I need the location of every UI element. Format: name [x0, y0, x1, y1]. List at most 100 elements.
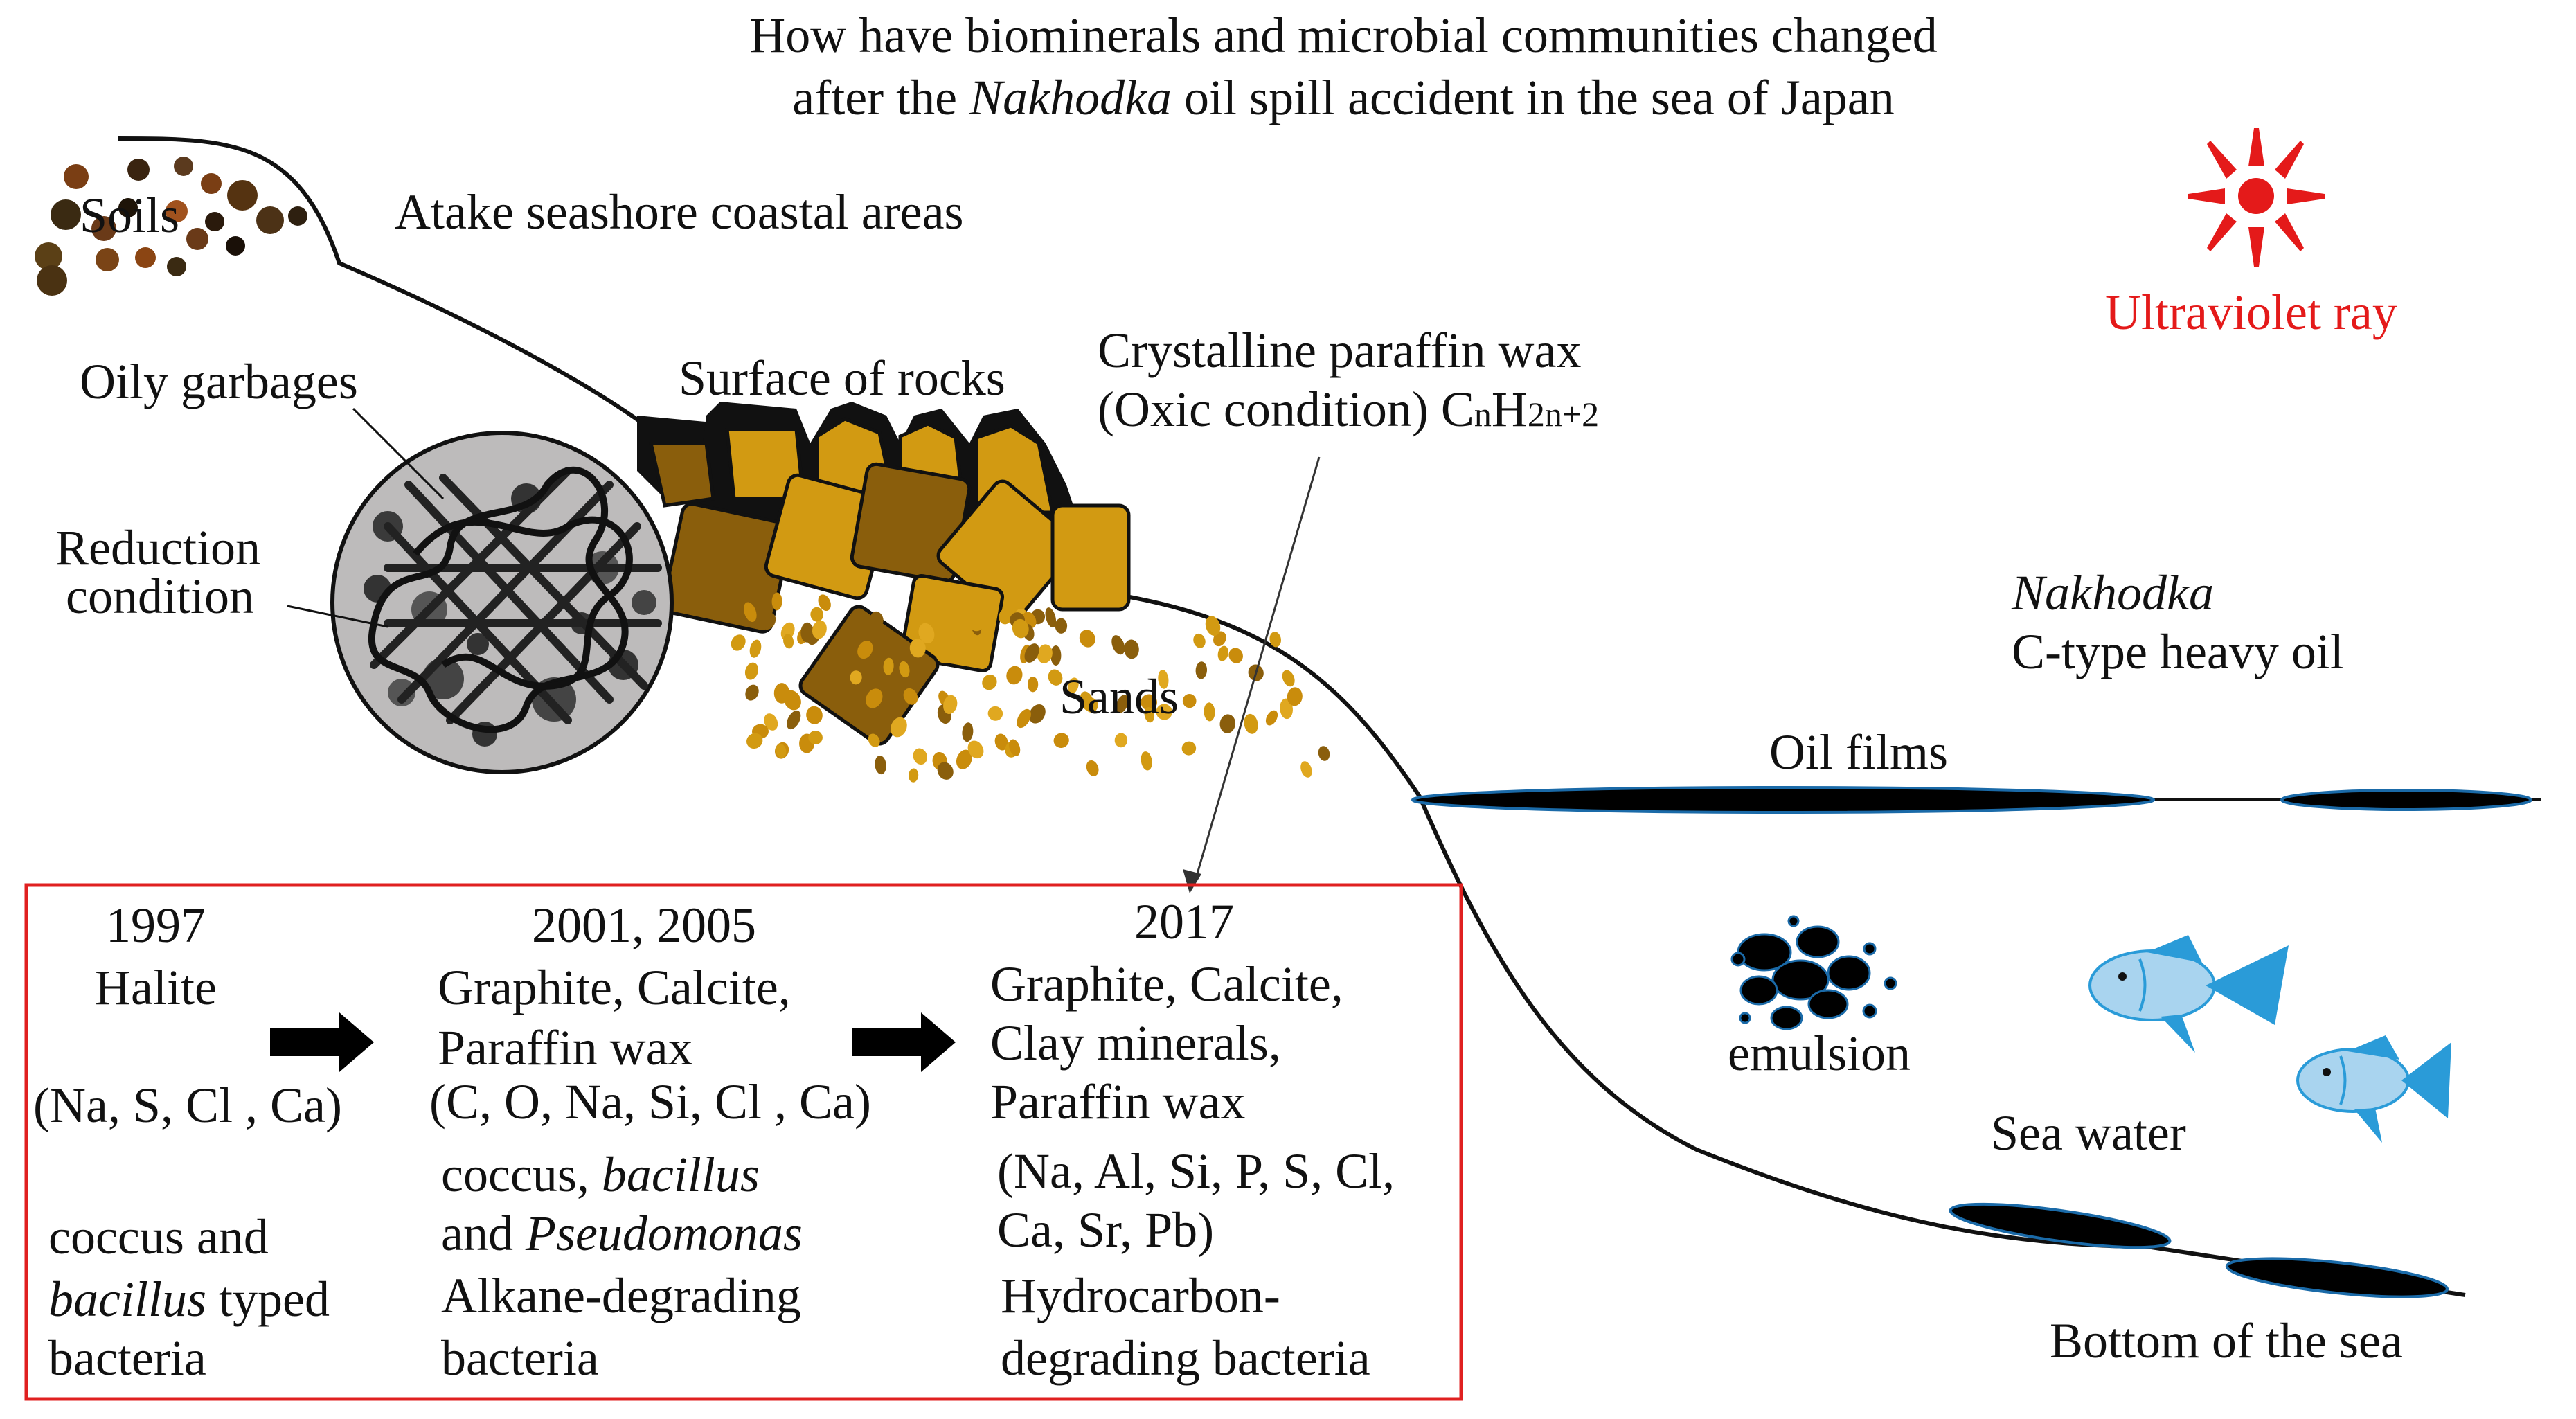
sand-grain [744, 662, 759, 680]
label-sands: Sands [1059, 669, 1179, 724]
sand-grain [1287, 687, 1303, 706]
sand-grain [987, 706, 1003, 721]
sand-grain [806, 706, 823, 724]
col1-year: 1997 [106, 898, 206, 953]
sand-grain [800, 622, 814, 643]
col2-bacteria-3: Alkane-degrading [441, 1268, 801, 1323]
sand-grain [994, 733, 1008, 751]
pointer-paraffin [1193, 456, 1321, 884]
col3-mineral-3: Paraffin wax [990, 1074, 1246, 1130]
sand-grain [1124, 639, 1139, 659]
fish-icon [2296, 1035, 2451, 1143]
arrow-right-icon [852, 1012, 956, 1072]
sand-grain [1228, 648, 1243, 663]
oil-film-large [1411, 786, 2155, 814]
sand-grain [913, 748, 928, 765]
label-oily-garbages: Oily garbages [80, 354, 358, 409]
label-bottom: Bottom of the sea [2050, 1313, 2403, 1368]
sand-grain [999, 608, 1013, 625]
sand-grain [787, 710, 801, 730]
sand-grain [1181, 741, 1197, 756]
sand-grain [908, 768, 919, 783]
col2-mineral-2: Paraffin wax [438, 1020, 693, 1076]
sand-grains [731, 591, 1330, 783]
sand-grain [1217, 645, 1228, 661]
sand-grain [1079, 630, 1095, 648]
label-surface-rocks: Surface of rocks [679, 350, 1005, 406]
sand-grain [1156, 704, 1172, 720]
col2-mineral-1: Graphite, Calcite, [438, 960, 791, 1015]
sand-grain [1080, 691, 1094, 711]
sand-grain [1158, 670, 1169, 689]
sand-grain [1144, 707, 1155, 723]
sand-grain [783, 634, 794, 649]
col2-bacteria-2: and Pseudomonas [441, 1206, 803, 1261]
sand-grain [958, 591, 971, 607]
fish-icon [2088, 935, 2289, 1053]
sand-grain [962, 722, 974, 742]
sand-grain [1300, 761, 1312, 778]
sand-grain [764, 713, 778, 731]
col3-year: 2017 [1134, 894, 1234, 949]
sand-grain [883, 657, 894, 675]
oily-garbage-circle [330, 431, 674, 774]
sand-grain [891, 717, 907, 738]
sand-grain [1205, 616, 1221, 636]
sand-grain [956, 749, 972, 769]
col3-mineral-2: Clay minerals, [990, 1015, 1281, 1071]
timeline-box [24, 883, 1463, 1401]
sand-grain [870, 611, 884, 627]
sand-grain [1116, 695, 1129, 713]
col3-elements-2: Ca, Sr, Pb) [997, 1202, 1214, 1258]
sand-grain [731, 634, 746, 651]
sand-grain [1265, 710, 1278, 726]
label-emulsion: emulsion [1728, 1026, 1911, 1081]
col3-elements-1: (Na, Al, Si, P, S, Cl, [997, 1143, 1395, 1199]
sand-grain [850, 670, 862, 685]
coastline-curve [117, 136, 2466, 1297]
sand-grain [1067, 677, 1079, 694]
bottom-oil-deposit [2225, 1257, 2449, 1298]
sand-grain [1086, 760, 1099, 776]
sand-grain [1318, 746, 1330, 761]
label-soils: Soils [80, 188, 179, 243]
sand-grain [1045, 607, 1057, 628]
sand-grain [749, 639, 762, 658]
sand-grain [1050, 645, 1062, 666]
sand-grain [903, 688, 918, 705]
sand-grain [943, 642, 959, 662]
sand-grain [745, 684, 759, 701]
sand-grain [1006, 666, 1023, 685]
sand-grain [1193, 633, 1206, 648]
label-reduction-2: condition [66, 569, 254, 624]
sand-grain [943, 695, 958, 715]
col1-mineral: Halite [95, 960, 217, 1015]
col1-elements: (Na, S, Cl , Ca) [33, 1078, 342, 1133]
sand-grain [909, 639, 926, 658]
sand-grain [818, 594, 831, 612]
col1-bacteria-2: bacillus typed [48, 1271, 330, 1327]
sand-grain [969, 617, 984, 632]
sand-grain [1280, 698, 1293, 720]
sand-grain [899, 661, 910, 678]
col1-bacteria-3: bacteria [48, 1330, 206, 1386]
sand-grain [1244, 713, 1258, 734]
sand-grain [1195, 661, 1208, 679]
label-oil-films: Oil films [1769, 724, 1948, 780]
sand-grain [808, 730, 823, 745]
sand-grain [1055, 618, 1068, 634]
arrow-right-icon [270, 1012, 374, 1072]
sand-grain [1037, 644, 1053, 663]
sand-grain [1204, 702, 1215, 722]
col3-bacteria-2: degrading bacteria [1001, 1330, 1370, 1386]
label-paraffin-1: Crystalline paraffin wax [1098, 323, 1581, 378]
sand-grain [1269, 632, 1281, 648]
label-nakhodka: Nakhodka [2011, 565, 2214, 621]
pointer-paraffin-head [1183, 869, 1201, 893]
sand-grain [1009, 739, 1021, 756]
pointer-oily-garbages [352, 407, 445, 500]
col2-bacteria-4: bacteria [441, 1330, 599, 1386]
col2-elements: (C, O, Na, Si, Cl , Ca) [429, 1074, 871, 1130]
sand-grain [1012, 618, 1029, 639]
col3-mineral-1: Graphite, Calcite, [990, 956, 1343, 1012]
